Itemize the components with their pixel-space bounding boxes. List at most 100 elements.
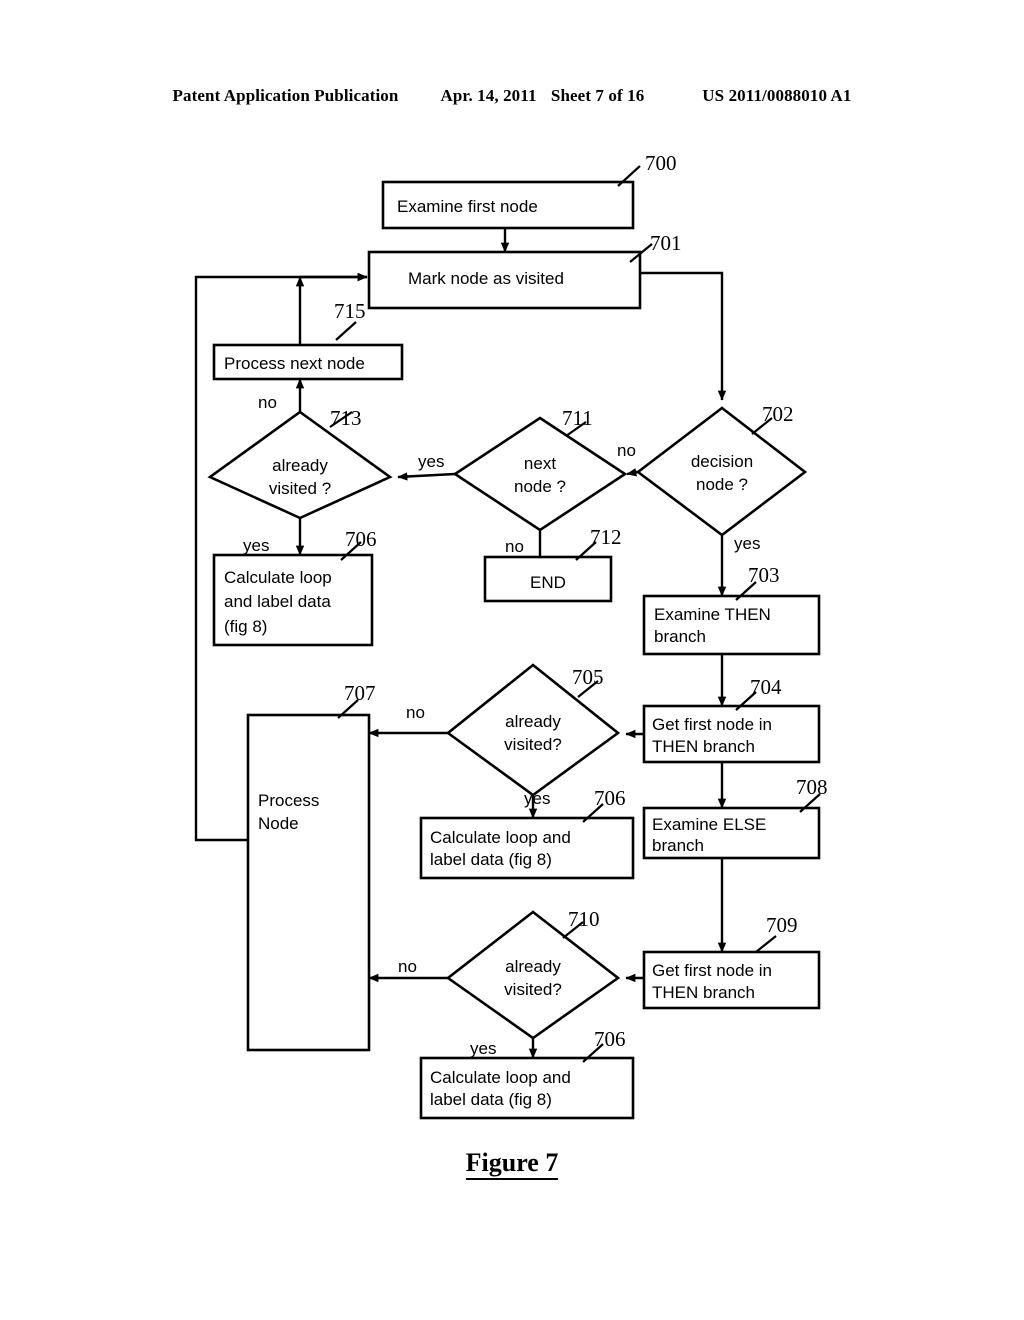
edge-label-710-yes: yes: [470, 1039, 496, 1058]
edge-707-701: [194, 272, 368, 842]
ref-713: 713: [330, 406, 362, 430]
node-711-diamond[interactable]: [452, 416, 628, 532]
node-713-diamond[interactable]: [207, 410, 393, 520]
node-715-label: Process next node: [224, 354, 365, 373]
node-709-box[interactable]: [642, 950, 821, 1010]
node-700-label: Examine first node: [397, 197, 538, 216]
leader-710: [562, 921, 584, 939]
node-703-box[interactable]: [642, 594, 821, 656]
ref-715: 715: [334, 299, 366, 323]
node-706b-label-line2: label data (fig 8): [430, 850, 552, 869]
ref-712: 712: [590, 525, 622, 549]
edge-701-702: [640, 271, 727, 401]
node-701-box[interactable]: [367, 250, 642, 310]
node-706-label-line3: (fig 8): [224, 617, 267, 636]
publication-date-sheet: Apr. 14, 2011 Sheet 7 of 16: [440, 86, 654, 106]
node-706b-label-line1: Calculate loop and: [430, 828, 571, 847]
patent-number: US 2011/0088010 A1: [702, 86, 852, 105]
node-705-diamond[interactable]: [445, 663, 621, 797]
ref-707: 707: [344, 681, 376, 705]
node-706c-label-line1: Calculate loop and: [430, 1068, 571, 1087]
leader-703: [735, 581, 757, 601]
node-700-box[interactable]: [381, 180, 635, 230]
leader-713: [329, 411, 353, 428]
publication-date: Apr. 14, 2011: [440, 86, 537, 105]
leader-700: [617, 165, 641, 187]
edge-label-705-no: no: [406, 703, 425, 722]
node-706-label-line1: Calculate loop: [224, 568, 332, 587]
node-706-label-line2: and label data: [224, 592, 331, 611]
node-707-box[interactable]: [246, 713, 371, 1052]
leader-712: [575, 541, 597, 561]
edge-label-713-yes: yes: [243, 536, 269, 555]
ref-700: 700: [645, 151, 677, 175]
node-710-label-line1: already: [505, 957, 561, 976]
ref-704: 704: [750, 675, 782, 699]
node-702-diamond[interactable]: [635, 406, 808, 537]
node-713-label-line2: visited ?: [269, 479, 331, 498]
publication-header: Patent Application Publication Apr. 14, …: [0, 86, 1024, 106]
leader-706: [340, 541, 362, 561]
node-703-label-line1: Examine THEN: [654, 605, 771, 624]
ref-703: 703: [748, 563, 780, 587]
node-707-label-line2: Node: [258, 814, 299, 833]
leader-708: [799, 793, 821, 813]
ref-702: 702: [762, 402, 794, 426]
figure-caption: Figure 7: [0, 1148, 1024, 1180]
leader-709: [755, 935, 777, 953]
node-708-label-line1: Examine ELSE: [652, 815, 766, 834]
leader-706c: [582, 1043, 604, 1063]
leader-704: [735, 691, 757, 711]
leader-706b: [582, 803, 604, 823]
node-705-label-line1: already: [505, 712, 561, 731]
ref-706b: 706: [594, 786, 626, 810]
edge-label-711-no: no: [505, 537, 524, 556]
leader-701: [629, 243, 653, 263]
ref-711: 711: [562, 406, 593, 430]
edge-label-702-no: no: [617, 441, 636, 460]
node-704-label-line2: THEN branch: [652, 737, 755, 756]
node-715-box[interactable]: [212, 343, 404, 381]
ref-706: 706: [345, 527, 377, 551]
node-702-label-line1: decision: [691, 452, 753, 471]
node-712-box[interactable]: [483, 555, 613, 603]
edge-711-713: [397, 472, 456, 481]
ref-709: 709: [766, 913, 798, 937]
node-707-label-line1: Process: [258, 791, 319, 810]
node-705-label-line2: visited?: [504, 735, 562, 754]
node-709-label-line1: Get first node in: [652, 961, 772, 980]
node-711-label-line1: next: [524, 454, 556, 473]
node-708-box[interactable]: [642, 806, 821, 860]
leader-707: [337, 699, 359, 719]
node-706c-label-line2: label data (fig 8): [430, 1090, 552, 1109]
edge-label-711-yes: yes: [418, 452, 444, 471]
sheet-number: Sheet 7 of 16: [550, 86, 645, 105]
node-709-label-line2: THEN branch: [652, 983, 755, 1002]
ref-701: 701: [650, 231, 682, 255]
node-706b-box[interactable]: [419, 816, 635, 880]
node-701-label: Mark node as visited: [408, 269, 564, 288]
node-704-label-line1: Get first node in: [652, 715, 772, 734]
node-702-label-line2: node ?: [696, 475, 748, 494]
leader-705: [577, 680, 599, 698]
ref-710: 710: [568, 907, 600, 931]
node-713-label-line1: already: [272, 456, 328, 475]
node-706c-box[interactable]: [419, 1056, 635, 1120]
leader-715: [335, 321, 357, 341]
edge-label-705-yes: yes: [524, 789, 550, 808]
node-708-label-line2: branch: [652, 836, 704, 855]
edge-702-711: [626, 468, 639, 477]
node-710-label-line2: visited?: [504, 980, 562, 999]
node-710-diamond[interactable]: [445, 910, 621, 1040]
ref-706c: 706: [594, 1027, 626, 1051]
node-711-label-line2: node ?: [514, 477, 566, 496]
ref-708: 708: [796, 775, 828, 799]
ref-705: 705: [572, 665, 604, 689]
node-704-box[interactable]: [642, 704, 821, 764]
node-706-box[interactable]: [212, 553, 374, 647]
publication-type: Patent Application Publication: [172, 86, 399, 105]
node-703-label-line2: branch: [654, 627, 706, 646]
node-712-label: END: [530, 573, 566, 592]
